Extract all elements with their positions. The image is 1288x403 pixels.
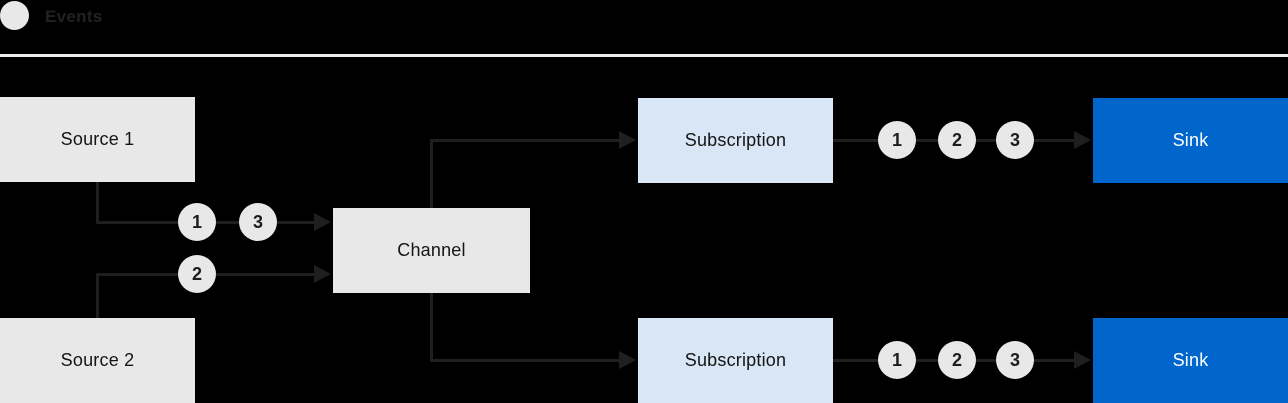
node-subscription-1: Subscription [638,98,833,183]
connector-channel-to-subscription1 [430,139,620,142]
node-subscription-2: Subscription [638,318,833,403]
arrowhead-into-sink1 [1074,131,1091,149]
arrowhead-into-subscription1 [619,131,636,149]
node-sink-1: Sink [1093,98,1288,183]
event-marker-3: 3 [996,341,1034,379]
connector-source1-down [96,182,99,224]
node-source-2: Source 2 [0,318,195,403]
arrowhead-into-channel-top [314,213,331,231]
event-marker-1: 1 [878,341,916,379]
arrowhead-into-channel-bottom [314,265,331,283]
event-marker-2: 2 [178,255,216,293]
event-marker-3: 3 [996,121,1034,159]
event-marker-2: 2 [938,341,976,379]
connector-channel-down [430,293,433,362]
connector-source2-up [96,274,99,318]
events-legend-icon [0,1,29,30]
node-sink-2: Sink [1093,318,1288,403]
events-legend-label: Events [45,7,103,26]
arrowhead-into-sink2 [1074,351,1091,369]
event-marker-3: 3 [239,203,277,241]
header-divider [0,54,1288,57]
node-source-1: Source 1 [0,97,195,182]
connector-channel-up [430,139,433,209]
arrowhead-into-subscription2 [619,351,636,369]
event-marker-1: 1 [878,121,916,159]
node-channel: Channel [333,208,530,293]
event-marker-2: 2 [938,121,976,159]
connector-channel-to-subscription2 [430,359,620,362]
event-marker-1: 1 [178,203,216,241]
